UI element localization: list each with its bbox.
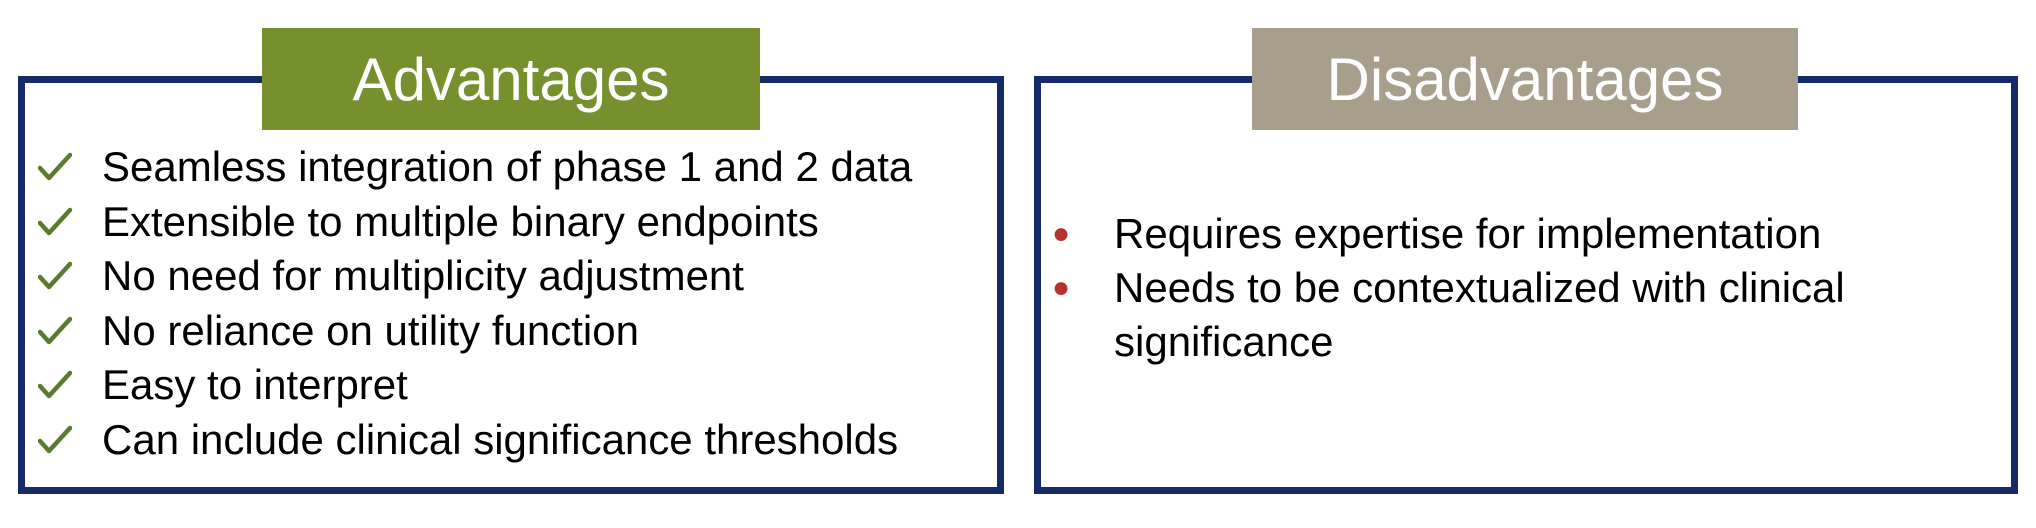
check-icon	[38, 371, 72, 399]
list-item: No need for multiplicity adjustment	[38, 249, 912, 304]
list-item: Can include clinical significance thresh…	[38, 413, 912, 468]
list-item: No reliance on utility function	[38, 304, 912, 359]
disadvantage-text: Needs to be contextualized with clinical…	[1114, 264, 1845, 365]
check-icon	[38, 153, 72, 181]
list-item: ● Requires expertise for implementation	[1052, 207, 1974, 261]
list-item: ● Needs to be contextualized with clinic…	[1052, 261, 1974, 369]
list-item: Seamless integration of phase 1 and 2 da…	[38, 140, 912, 195]
advantage-text: No reliance on utility function	[102, 306, 639, 354]
disadvantages-header: Disadvantages	[1252, 28, 1798, 130]
advantage-text: Seamless integration of phase 1 and 2 da…	[102, 143, 913, 191]
advantages-header: Advantages	[262, 28, 760, 130]
disadvantages-panel	[1034, 76, 2018, 494]
check-icon	[38, 262, 72, 290]
check-icon	[38, 207, 72, 235]
advantages-list: Seamless integration of phase 1 and 2 da…	[38, 140, 912, 467]
check-icon	[38, 425, 72, 453]
advantage-text: Extensible to multiple binary endpoints	[102, 197, 819, 245]
check-icon	[38, 316, 72, 344]
list-item: Extensible to multiple binary endpoints	[38, 195, 912, 250]
disadvantages-list: ● Requires expertise for implementation …	[1052, 207, 1974, 369]
advantage-text: No need for multiplicity adjustment	[102, 252, 744, 300]
bullet-icon: ●	[1052, 217, 1071, 250]
advantage-text: Can include clinical significance thresh…	[102, 415, 899, 463]
bullet-icon: ●	[1052, 271, 1071, 304]
list-item: Easy to interpret	[38, 358, 912, 413]
disadvantage-text: Requires expertise for implementation	[1114, 210, 1822, 257]
advantage-text: Easy to interpret	[102, 361, 408, 409]
